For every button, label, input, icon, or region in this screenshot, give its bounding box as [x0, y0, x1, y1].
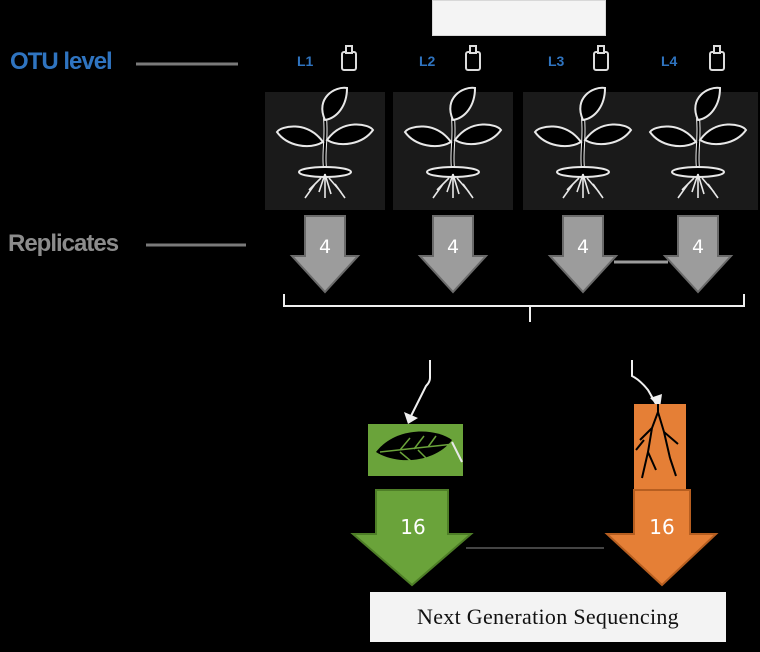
- replicates-label: Replicates: [8, 230, 119, 257]
- replicate-arrow-2: [417, 215, 489, 294]
- leaf-sample-count: 16: [400, 515, 426, 539]
- root-sample-arrow: [604, 489, 719, 587]
- replicate-count-2: 4: [446, 236, 460, 258]
- replicate-count-1: 4: [318, 236, 332, 258]
- leaf-branch: [409, 360, 431, 419]
- leaf-branch-head: [404, 412, 418, 424]
- root-icon: [634, 404, 686, 489]
- root-sample-count: 16: [649, 515, 675, 539]
- pot-icon-1: [341, 45, 357, 71]
- level-tag-2: L2: [419, 53, 436, 69]
- replicate-arrow-3: [547, 215, 619, 294]
- replicate-arrow-4: [662, 215, 734, 294]
- pooled-group-label: [440, 356, 600, 380]
- leaf-icon: [368, 424, 463, 476]
- plant-icon-2: [391, 85, 515, 212]
- pot-icon-4: [709, 45, 725, 71]
- leaf-sample-arrow: [350, 489, 474, 587]
- ngs-label: Next Generation Sequencing: [370, 592, 726, 642]
- root-branch: [631, 360, 657, 405]
- replicate-count-3: 4: [576, 236, 590, 258]
- pot-icon-2: [465, 45, 481, 71]
- level-tag-4: L4: [661, 53, 678, 69]
- replicate-arrow-1: [289, 215, 361, 294]
- pooling-bracket: [283, 294, 745, 322]
- replicate-count-4: 4: [691, 236, 705, 258]
- level-tag-3: L3: [548, 53, 565, 69]
- pot-icon-3: [593, 45, 609, 71]
- otu-level-label: OTU level: [10, 48, 113, 75]
- plant-icon-3: [521, 85, 645, 212]
- level-tag-1: L1: [297, 53, 314, 69]
- plant-icon-4: [636, 85, 760, 212]
- plant-icon-1: [263, 85, 387, 212]
- header-box: [432, 0, 606, 36]
